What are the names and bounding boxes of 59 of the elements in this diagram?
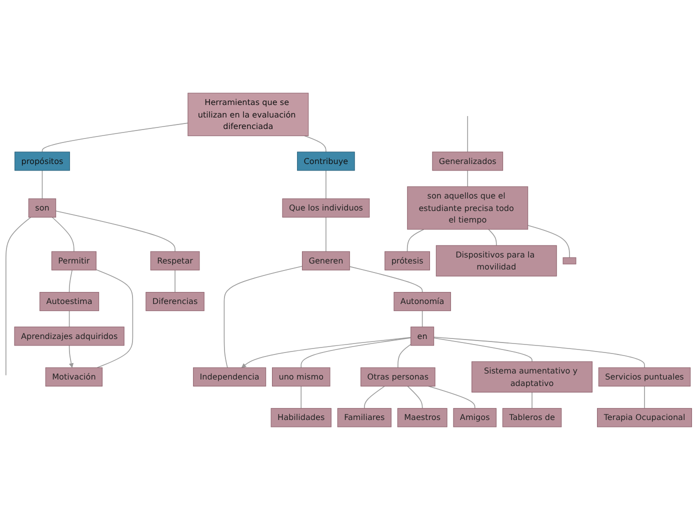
connector xyxy=(406,228,424,252)
node-box: propósitos xyxy=(14,152,70,171)
node-box: Permitir xyxy=(51,251,96,270)
connector xyxy=(68,310,70,328)
node-box: Tableros de xyxy=(502,408,562,428)
node-box: Autoestima xyxy=(40,292,100,312)
node-box: Familiares xyxy=(337,408,392,428)
connector xyxy=(349,266,423,293)
connector xyxy=(96,269,134,368)
node-box: en xyxy=(410,326,434,346)
node-box: Herramientas que se utilizan en la evaluación diferenciada xyxy=(188,92,309,136)
node-box: Motivación xyxy=(45,367,103,386)
connector xyxy=(467,170,468,188)
node-box: Contribuye xyxy=(297,152,355,171)
node-box: Terapia Ocupacional xyxy=(597,408,692,428)
node-box: Dispositivos para la movilidad xyxy=(436,245,557,276)
node-box: son xyxy=(28,198,56,218)
connector xyxy=(304,135,326,152)
node-box: Independencia xyxy=(193,367,266,386)
node-box: Respetar xyxy=(150,251,200,270)
connector xyxy=(433,336,645,368)
connector xyxy=(644,386,645,409)
node-box: son aquellos que el estudiante precisa todo el tiempo xyxy=(407,186,528,230)
connector xyxy=(300,386,302,409)
node-box: Que los individuos xyxy=(282,198,370,218)
node-box: Autonomía xyxy=(394,292,451,312)
connector xyxy=(364,386,386,409)
node-box: Maestros xyxy=(397,408,448,428)
node-box: Aprendizajes adquiridos xyxy=(14,326,124,346)
connector xyxy=(527,224,570,258)
node-box xyxy=(562,257,576,264)
connector xyxy=(467,116,468,152)
connector xyxy=(300,337,412,368)
node-box: prótesis xyxy=(384,251,430,270)
arrow xyxy=(241,337,412,368)
node-box: Sistema aumentativo y adaptativo xyxy=(472,361,592,392)
node-box: Amigos xyxy=(453,408,496,428)
connector xyxy=(398,344,412,368)
connector xyxy=(52,216,74,252)
connector xyxy=(407,386,423,409)
node-box: Diferencias xyxy=(146,292,204,312)
connector xyxy=(224,266,303,368)
connector xyxy=(174,270,176,293)
connector xyxy=(422,310,423,328)
connector xyxy=(42,122,188,152)
connector xyxy=(433,338,532,362)
connector xyxy=(428,386,476,409)
node-box: Otras personas xyxy=(360,367,436,386)
node-box: Generen xyxy=(302,251,350,270)
node-box: Servicios puntuales xyxy=(598,367,691,386)
connector xyxy=(55,210,176,252)
connector xyxy=(68,270,72,293)
arrow xyxy=(68,345,74,368)
node-box: uno mismo xyxy=(272,367,330,386)
node-box: Generalizados xyxy=(432,152,504,171)
connector xyxy=(42,170,43,200)
connector xyxy=(6,216,32,376)
node-box: Habilidades xyxy=(270,408,332,428)
connector xyxy=(488,228,497,246)
